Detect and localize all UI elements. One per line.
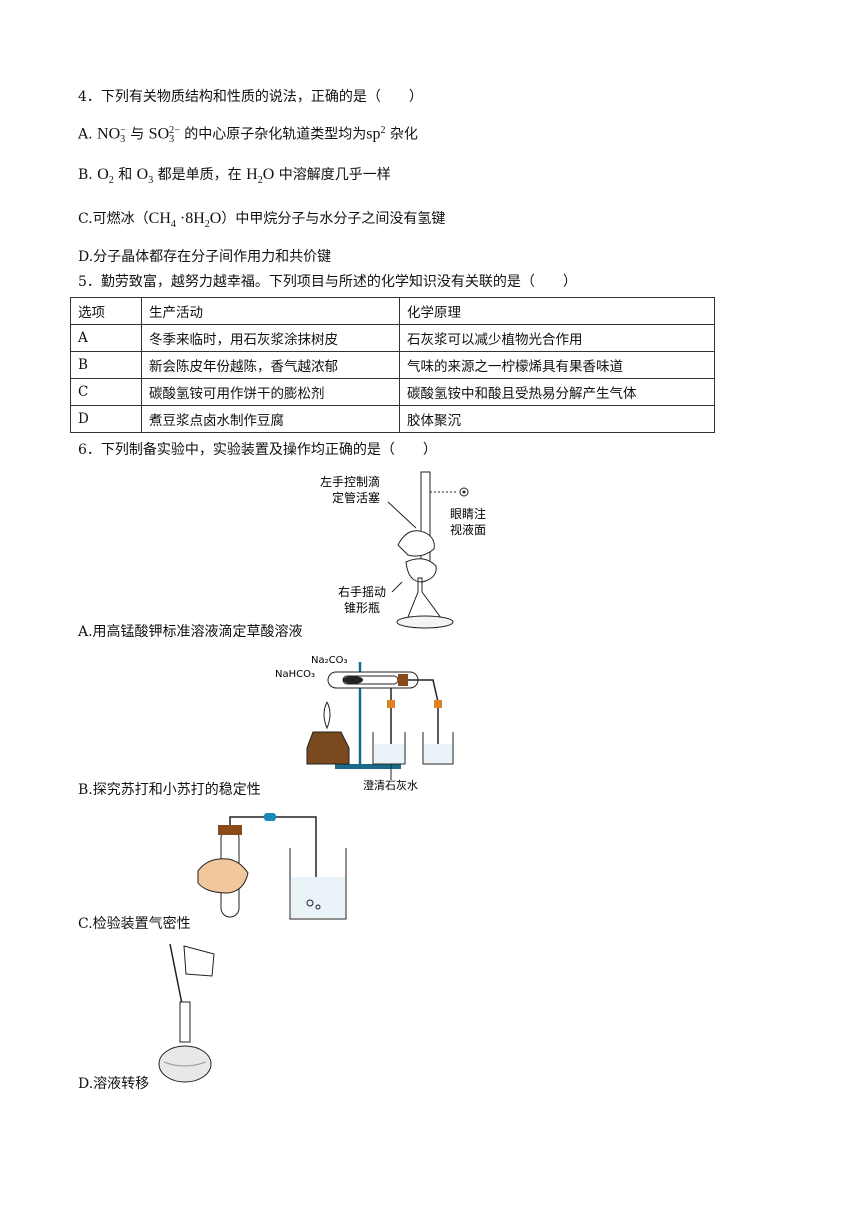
table-cell: 新会陈皮年份越陈，香气越浓郁: [141, 351, 400, 379]
figure-label: 澄清石灰水: [363, 778, 418, 792]
table-row: B 新会陈皮年份越陈，香气越浓郁 气味的来源之一柠檬烯具有果香味道: [70, 351, 715, 379]
table-row: A 冬季来临时，用石灰浆涂抹树皮 石灰浆可以减少植物光合作用: [70, 324, 715, 352]
figure-label: NaHCO₃: [275, 669, 315, 680]
table-header-cell: 化学原理: [399, 297, 715, 325]
q6-stem: 6．下列制备实验中，实验装置及操作均正确的是（ ）: [78, 442, 437, 458]
figure-label: Na₂CO₃: [311, 655, 347, 666]
q4-option-b: B. O2 和 O3 都是单质，在 H2O 中溶解度几乎一样: [78, 166, 391, 186]
figure-label: 左手控制滴: [320, 474, 380, 489]
titration-figure: 左手控制滴 定管活塞 眼睛注 视液面 右手摇动 锥形瓶: [320, 471, 486, 629]
table-cell: 胶体聚沉: [399, 405, 715, 433]
q5-table: 选项 生产活动 化学原理 A 冬季来临时，用石灰浆涂抹树皮 石灰浆可以减少植物光…: [70, 297, 715, 433]
q4-option-d: D.分子晶体都存在分子间作用力和共价键: [78, 249, 332, 265]
table-cell: A: [70, 324, 142, 352]
table-header-cell: 选项: [70, 297, 142, 325]
figure-label: 锥形瓶: [344, 601, 380, 615]
q4-option-c: C.可燃冰（CH4 ·8H2O）中甲烷分子与水分子之间没有氢键: [78, 210, 446, 230]
table-row: C 碳酸氢铵可用作饼干的膨松剂 碳酸氢铵中和酸且受热易分解产生气体: [70, 378, 715, 406]
table-cell: C: [70, 378, 142, 406]
heating-apparatus-figure: Na₂CO₃ NaHCO₃ 澄清石灰水: [275, 655, 454, 792]
table-cell: 碳酸氢铵可用作饼干的膨松剂: [141, 378, 400, 406]
table-header-row: 选项 生产活动 化学原理: [70, 297, 715, 325]
table-row: D 煮豆浆点卤水制作豆腐 胶体聚沉: [70, 405, 715, 433]
q6-option-d-caption: D.溶液转移: [78, 1076, 150, 1092]
table-cell: B: [70, 351, 142, 379]
solution-transfer-figure: [158, 943, 215, 1083]
q5-stem: 5．勤劳致富，越努力越幸福。下列项目与所述的化学知识没有关联的是（ ）: [78, 274, 577, 290]
q4-stem: 4．下列有关物质结构和性质的说法，正确的是（ ）: [78, 89, 423, 105]
figure-label: 定管活塞: [332, 490, 380, 505]
table-cell: D: [70, 405, 142, 433]
q6-option-a-caption: A.用高锰酸钾标准溶液滴定草酸溶液: [78, 624, 303, 640]
q6-option-c-caption: C.检验装置气密性: [78, 916, 191, 932]
figure-label: 眼睛注: [450, 506, 486, 521]
table-cell: 石灰浆可以减少植物光合作用: [399, 324, 715, 352]
table-cell: 碳酸氢铵中和酸且受热易分解产生气体: [399, 378, 715, 406]
table-cell: 气味的来源之一柠檬烯具有果香味道: [399, 351, 715, 379]
q6-option-b-caption: B.探究苏打和小苏打的稳定性: [78, 782, 261, 798]
airtightness-figure: [197, 813, 347, 920]
figure-label: 右手摇动: [338, 584, 386, 599]
table-header-cell: 生产活动: [141, 297, 400, 325]
figure-label: 视液面: [450, 522, 486, 537]
table-cell: 冬季来临时，用石灰浆涂抹树皮: [141, 324, 400, 352]
table-cell: 煮豆浆点卤水制作豆腐: [141, 405, 400, 433]
